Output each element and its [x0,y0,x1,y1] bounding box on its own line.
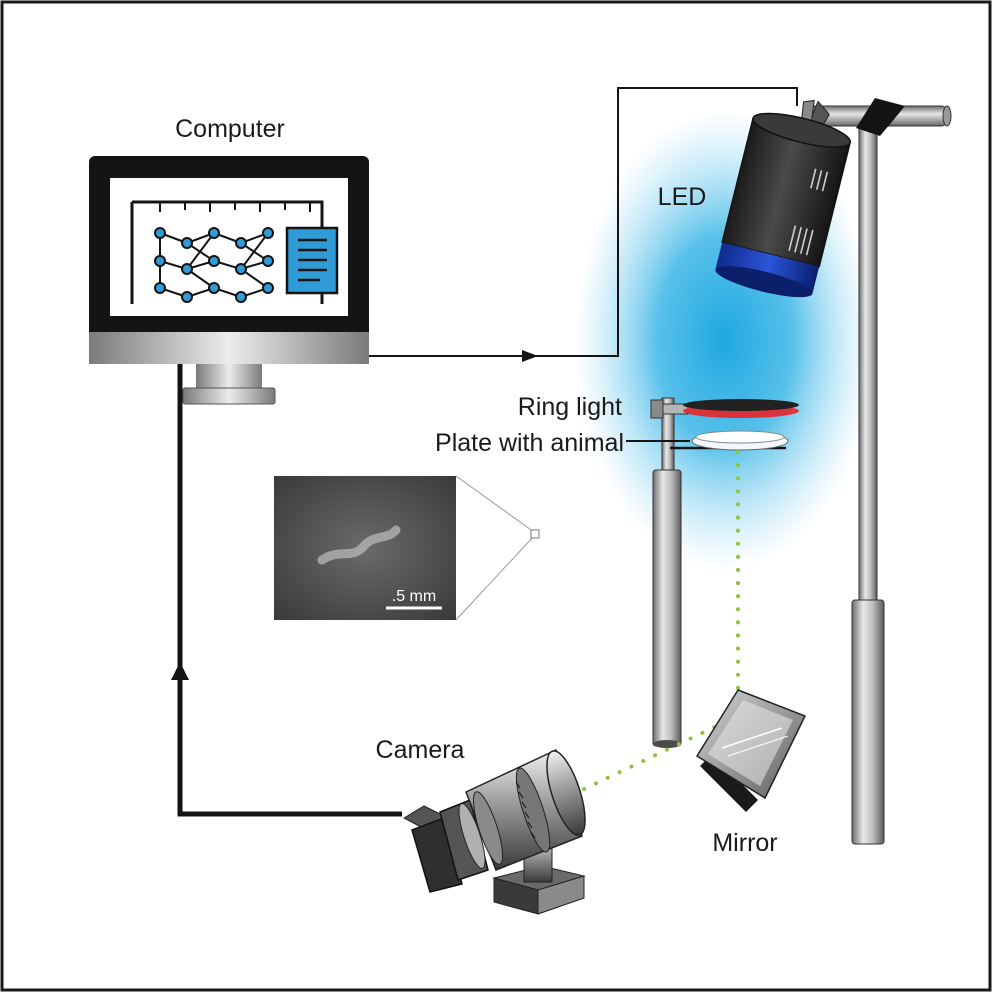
ring-light-icon [683,399,799,418]
worm-image-inset: .5 mm [274,475,540,621]
led-lamp-icon [715,99,852,298]
light-path [580,450,740,792]
monitor-icon [89,156,369,405]
petri-dish-icon [691,430,789,451]
camera-cable [177,364,402,817]
scale-bar-label: .5 mm [392,588,436,605]
right-stand [804,98,952,845]
left-stand [650,397,786,748]
ring-light-label: Ring light [518,393,622,421]
led-label: LED [658,183,707,211]
arrow-icon [522,350,538,362]
worm-icon [317,525,401,565]
arrow-up-icon [171,662,189,680]
plate-label: Plate with animal [435,429,624,457]
computer-label: Computer [175,115,285,143]
camera-label: Camera [376,736,465,764]
camera-icon [402,748,586,915]
mirror-label: Mirror [712,829,777,857]
mirror-icon [695,689,807,812]
